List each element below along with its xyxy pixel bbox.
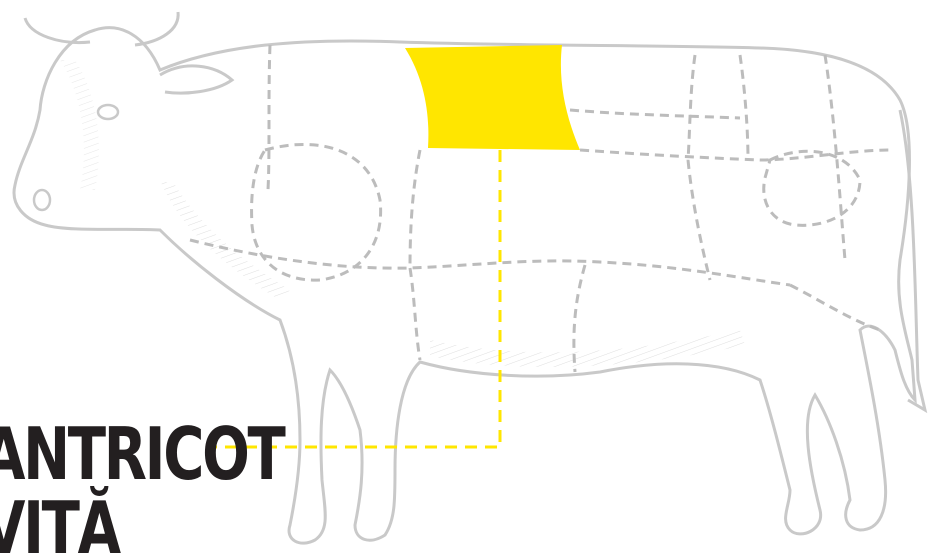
highlighted-cut-region — [405, 45, 580, 150]
cut-name-line-2: VITĂ — [0, 492, 119, 560]
cut-name-line-1: ANTRICOT — [0, 418, 283, 490]
